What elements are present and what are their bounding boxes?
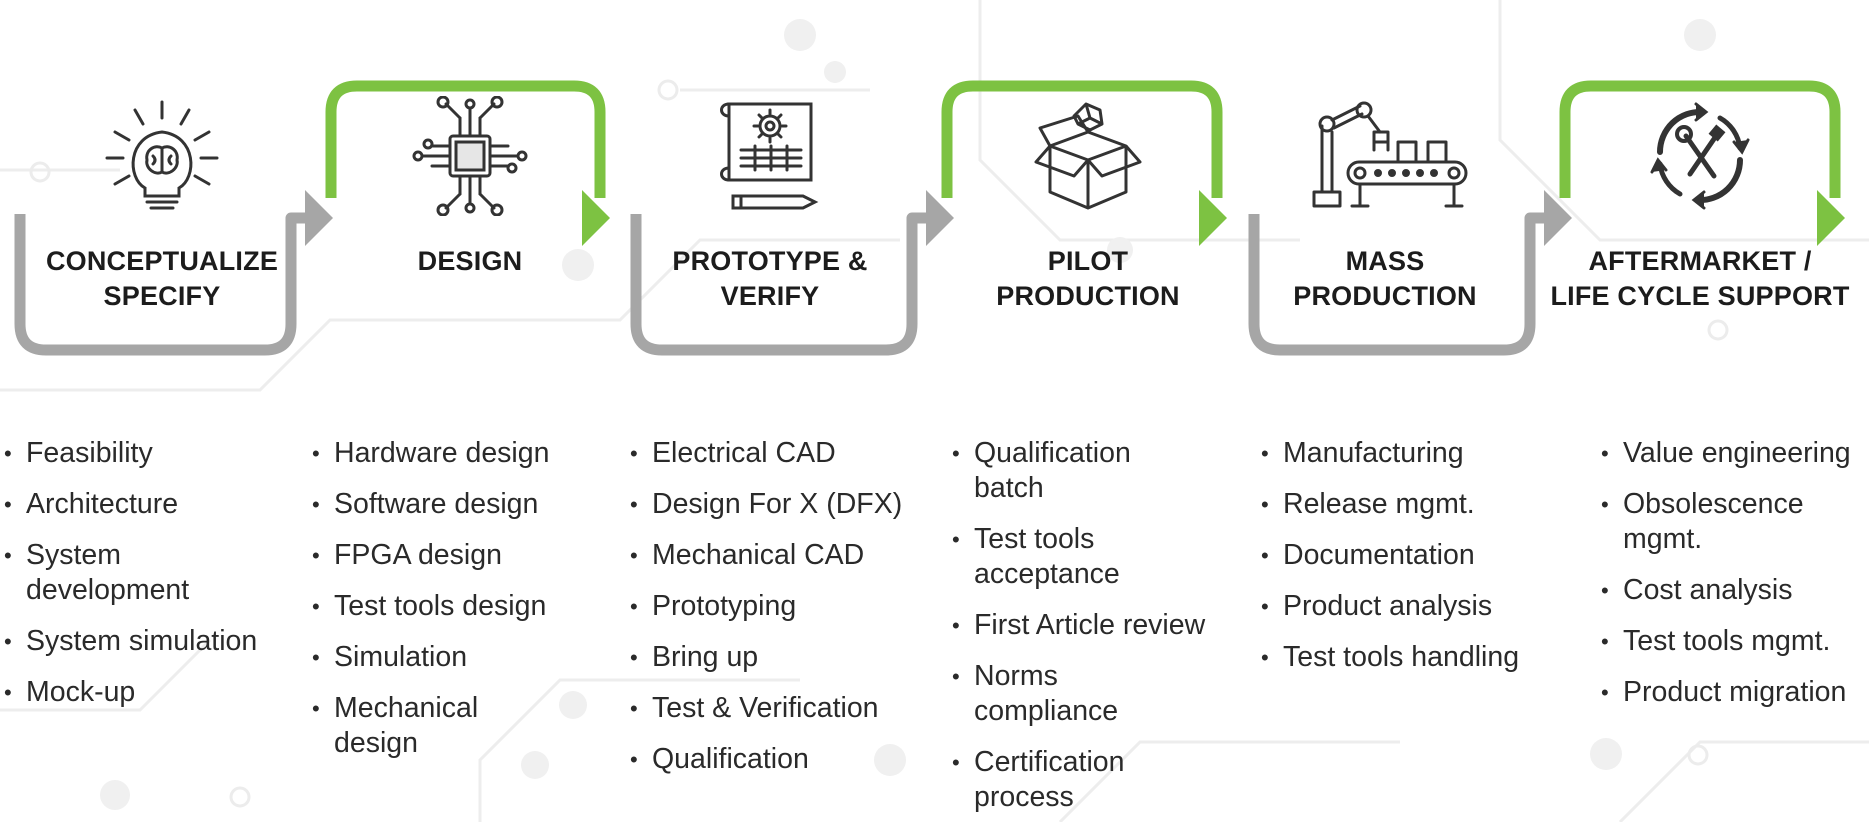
stage-bullet-list: Qualification batch Test tools acceptanc… [952,436,1252,831]
list-item: Obsolescence mgmt. [1601,487,1869,557]
list-item: Test tools design [312,589,612,624]
flow-connector-green [1559,80,1841,198]
stage-title: DESIGN [320,244,620,279]
stage-title: PROTOTYPE & VERIFY [620,244,920,314]
list-item: Product migration [1601,675,1869,710]
stage-title: PILOT PRODUCTION [938,244,1238,314]
list-item: Qualification batch [952,436,1252,506]
flow-arrow-gray [305,190,333,246]
stage-title-line: SPECIFY [103,281,221,311]
stage-bullet-list: Electrical CAD Design For X (DFX) Mechan… [630,436,930,793]
tools-cycle-icon [1550,96,1850,216]
flow-connector-gray [14,212,309,356]
list-item: Prototyping [630,589,930,624]
stage-conceptualize: CONCEPTUALIZE SPECIFY [12,0,312,822]
list-item: Release mgmt. [1261,487,1561,522]
stage-pilot: PILOT PRODUCTION [938,0,1238,822]
list-item: System development [4,538,304,608]
stage-bullet-list: Hardware design Software design FPGA des… [312,436,612,777]
flow-arrow-green [1817,190,1845,246]
list-item: Mechanical CAD [630,538,930,573]
flow-arrow-green [1199,190,1227,246]
stage-title-line: AFTERMARKET / [1588,246,1812,276]
stage-title-line: VERIFY [720,281,820,311]
stage-aftermarket: AFTERMARKET / LIFE CYCLE SUPPORT [1550,0,1850,822]
list-item: Test tools acceptance [952,522,1252,592]
list-item: Design For X (DFX) [630,487,930,522]
stage-bullet-list: Value engineering Obsolescence mgmt. Cos… [1601,436,1869,726]
stage-title-line: DESIGN [417,246,523,276]
list-item: Mock-up [4,675,304,710]
lightbulb-brain-icon [12,96,312,216]
blueprint-gear-icon [620,96,920,216]
list-item: Mechanical design [312,691,612,761]
list-item: Architecture [4,487,304,522]
list-item: First Article review [952,608,1252,643]
list-item: Qualification [630,742,930,777]
stage-bullet-list: Feasibility Architecture System developm… [4,436,304,726]
stage-title-line: PRODUCTION [1293,281,1477,311]
stage-title: MASS PRODUCTION [1235,244,1535,314]
flow-connector-gray [1248,212,1548,356]
list-item: Cost analysis [1601,573,1869,608]
list-item: Value engineering [1601,436,1869,471]
list-item: Certification process [952,745,1252,815]
list-item: Manufacturing [1261,436,1561,471]
stage-title-line: PRODUCTION [996,281,1180,311]
flow-arrow-gray [1544,190,1572,246]
stage-title-line: PROTOTYPE & [672,246,868,276]
stage-prototype: PROTOTYPE & VERIFY [620,0,920,822]
list-item: Electrical CAD [630,436,930,471]
flow-arrow-gray [926,190,954,246]
stage-title-line: LIFE CYCLE SUPPORT [1550,281,1850,311]
list-item: Test tools handling [1261,640,1561,675]
list-item: Simulation [312,640,612,675]
open-box-icon [938,96,1238,216]
list-item: Test & Verification [630,691,930,726]
stage-title-line: PILOT [1047,246,1129,276]
stage-title: AFTERMARKET / LIFE CYCLE SUPPORT [1550,244,1850,314]
stage-design: DESIGN [320,0,620,822]
list-item: Bring up [630,640,930,675]
stage-title-line: MASS [1345,246,1425,276]
stage-title: CONCEPTUALIZE SPECIFY [12,244,312,314]
stage-title-line: CONCEPTUALIZE [45,246,279,276]
flow-connector-gray [630,212,930,356]
list-item: Hardware design [312,436,612,471]
stage-mass: MASS PRODUCTION [1235,0,1535,822]
flow-connector-green [325,80,606,198]
list-item: FPGA design [312,538,612,573]
list-item: Product analysis [1261,589,1561,624]
circuit-chip-icon [320,96,620,216]
list-item: System simulation [4,624,304,659]
list-item: Norms compliance [952,659,1252,729]
flow-arrow-green [582,190,610,246]
list-item: Documentation [1261,538,1561,573]
list-item: Feasibility [4,436,304,471]
list-item: Software design [312,487,612,522]
robotic-arm-conveyor-icon [1235,96,1535,216]
flow-connector-green [941,80,1223,198]
stage-bullet-list: Manufacturing Release mgmt. Documentatio… [1261,436,1561,691]
list-item: Test tools mgmt. [1601,624,1869,659]
